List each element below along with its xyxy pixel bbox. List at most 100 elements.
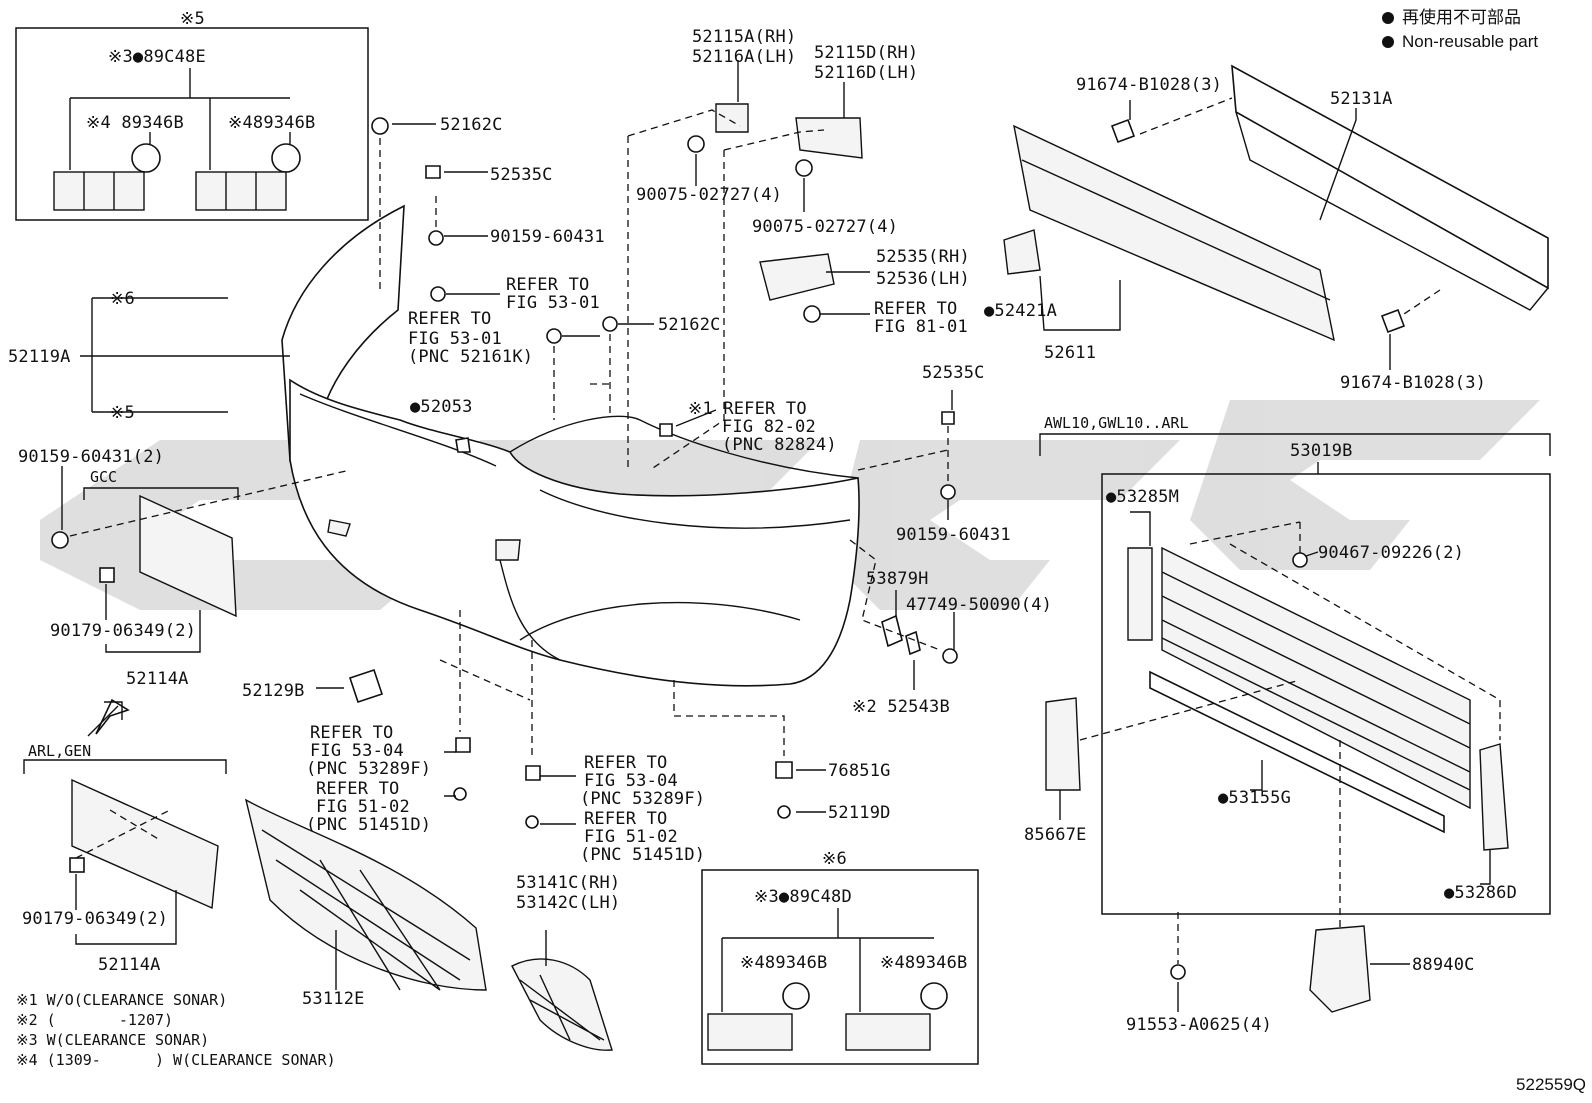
part-90075-b: 90075-02727(4) bbox=[752, 217, 898, 237]
legend: 再使用不可部品 Non-reusable part bbox=[1382, 6, 1538, 54]
ref-6-line-1: REFER TO bbox=[316, 779, 399, 799]
part-52114A-b: 52114A bbox=[98, 955, 161, 975]
ref-8-line-3: (PNC 51451D) bbox=[580, 845, 705, 865]
part-89C48D: ※3●89C48D bbox=[754, 887, 852, 907]
ref-4-line-3: (PNC 82824) bbox=[722, 435, 837, 455]
variant-gcc: GCC bbox=[90, 468, 117, 486]
footnotes: ※1 W/O(CLEARANCE SONAR) ※2 ( -1207) ※3 W… bbox=[16, 990, 336, 1070]
ref-3-line-1: REFER TO bbox=[874, 299, 957, 319]
ref-5-line-1: REFER TO bbox=[310, 723, 393, 743]
part-52543B: ※2 52543B bbox=[852, 697, 950, 717]
part-52536: 52536(LH) bbox=[876, 269, 970, 289]
part-52131A: 52131A bbox=[1330, 89, 1393, 109]
part-52421A: ●52421A bbox=[984, 301, 1057, 321]
part-89346B-a: ※4 89346B bbox=[86, 113, 184, 133]
bumper-cover bbox=[281, 204, 860, 687]
side-grille bbox=[511, 958, 613, 1051]
bracket-a bbox=[53, 171, 145, 211]
ref-5-line-2: FIG 53-04 bbox=[310, 741, 404, 761]
part-89346B-d: ※489346B bbox=[880, 953, 968, 973]
part-labels: 52162C 52535C 90159-60431 52115A(RH) 521… bbox=[8, 27, 1486, 1035]
part-91674-bot: 91674-B1028(3) bbox=[1340, 373, 1486, 393]
part-52162C-mid: 52162C bbox=[658, 315, 721, 335]
part-52129B: 52129B bbox=[242, 681, 305, 701]
bullet-icon bbox=[1382, 36, 1394, 48]
part-90159-2: 90159-60431(2) bbox=[18, 447, 164, 467]
part-52115A: 52115A(RH) bbox=[692, 27, 796, 47]
part-90159-top: 90159-60431 bbox=[490, 227, 605, 247]
part-52114A-a: 52114A bbox=[126, 669, 189, 689]
part-52611: 52611 bbox=[1044, 343, 1096, 363]
part-53286D: ●53286D bbox=[1444, 883, 1517, 903]
grille-shutter bbox=[1161, 546, 1471, 810]
part-53155G: ●53155G bbox=[1218, 788, 1291, 808]
leader-lines bbox=[61, 60, 1410, 1012]
part-52119D: 52119D bbox=[828, 803, 891, 823]
bracket-b bbox=[195, 171, 287, 211]
part-52535C-top: 52535C bbox=[490, 165, 553, 185]
group-arl: ARL,GEN 90179-06349(2) 52114A bbox=[22, 742, 227, 975]
part-91553: 91553-A0625(4) bbox=[1126, 1015, 1272, 1035]
part-90179-a: 90179-06349(2) bbox=[50, 621, 196, 641]
part-90159-mid: 90159-60431 bbox=[896, 525, 1011, 545]
part-91674-top: 91674-B1028(3) bbox=[1076, 75, 1222, 95]
footnote-4: ※4 (1309- ) W(CLEARANCE SONAR) bbox=[16, 1051, 336, 1069]
ref-8-line-1: REFER TO bbox=[584, 809, 667, 829]
part-88940C: 88940C bbox=[1412, 955, 1475, 975]
part-90467: 90467-09226(2) bbox=[1318, 543, 1464, 563]
group-5-box: ※5 ※3●89C48E ※4 89346B ※489346B bbox=[15, 9, 369, 221]
part-85667E: 85667E bbox=[1024, 825, 1087, 845]
reinforcement bbox=[1003, 64, 1549, 342]
ref-4-line-2: FIG 82-02 bbox=[722, 417, 816, 437]
ref-1-line-2: FIG 53-01 bbox=[506, 293, 600, 313]
part-52116D: 52116D(LH) bbox=[814, 63, 918, 83]
part-53879H: 53879H bbox=[866, 569, 929, 589]
part-52535C-mid: 52535C bbox=[922, 363, 985, 383]
ref-3-line-2: FIG 81-01 bbox=[874, 317, 968, 337]
ref-2-line-3: (PNC 52161K) bbox=[408, 347, 533, 367]
part-53019B: 53019B bbox=[1290, 441, 1353, 461]
part-52119A: 52119A bbox=[8, 347, 71, 367]
ref-6-line-2: FIG 51-02 bbox=[316, 797, 410, 817]
part-53112E: 53112E bbox=[302, 989, 365, 1009]
variant-arl: ARL,GEN bbox=[28, 742, 91, 760]
sensor-ring-b bbox=[271, 143, 301, 173]
ref-4-line-1: ※1 REFER TO bbox=[688, 399, 807, 419]
part-89346B-c: ※489346B bbox=[740, 953, 828, 973]
part-76851G: 76851G bbox=[828, 761, 891, 781]
ref-6-line-3: (PNC 51451D) bbox=[306, 815, 431, 835]
ref-2-line-1: REFER TO bbox=[408, 309, 491, 329]
part-90075-a: 90075-02727(4) bbox=[636, 185, 782, 205]
variant-awl: AWL10,GWL10..ARL bbox=[1044, 414, 1189, 432]
part-53142C: 53142C(LH) bbox=[516, 893, 620, 913]
part-52053: ●52053 bbox=[410, 397, 473, 417]
front-arrow-icon bbox=[95, 698, 130, 735]
sensor-ring-a bbox=[131, 143, 161, 173]
ref-8-line-2: FIG 51-02 bbox=[584, 827, 678, 847]
ref-7-line-3: (PNC 53289F) bbox=[580, 789, 705, 809]
footnote-1: ※1 W/O(CLEARANCE SONAR) bbox=[16, 991, 228, 1009]
ref-2-line-2: FIG 53-01 bbox=[408, 329, 502, 349]
diagram-code: 522559Q bbox=[1516, 1075, 1586, 1094]
part-52116A: 52116A(LH) bbox=[692, 47, 796, 67]
part-52115D: 52115D(RH) bbox=[814, 43, 918, 63]
part-47749: 47749-50090(4) bbox=[906, 595, 1052, 615]
group-gcc: GCC 90179-06349(2) 52114A bbox=[50, 468, 239, 737]
footnote-2: ※2 ( -1207) bbox=[16, 1011, 174, 1029]
ref-7-line-2: FIG 53-04 bbox=[584, 771, 678, 791]
fasteners bbox=[51, 117, 1371, 1013]
group-6-side: ※6 bbox=[110, 289, 135, 309]
lower-grille bbox=[244, 798, 487, 991]
legend-jp: 再使用不可部品 bbox=[1382, 6, 1538, 30]
legend-en: Non-reusable part bbox=[1382, 30, 1538, 54]
part-89346B-b: ※489346B bbox=[228, 113, 316, 133]
part-90179-b: 90179-06349(2) bbox=[22, 909, 168, 929]
ref-7-line-1: REFER TO bbox=[584, 753, 667, 773]
group-5-side: ※5 bbox=[110, 403, 135, 423]
ref-1-line-1: REFER TO bbox=[506, 275, 589, 295]
part-52162C-top: 52162C bbox=[440, 115, 503, 135]
side-brackets bbox=[627, 103, 863, 472]
ref-notes: REFER TO FIG 53-01 REFER TO FIG 53-01 (P… bbox=[306, 275, 968, 865]
